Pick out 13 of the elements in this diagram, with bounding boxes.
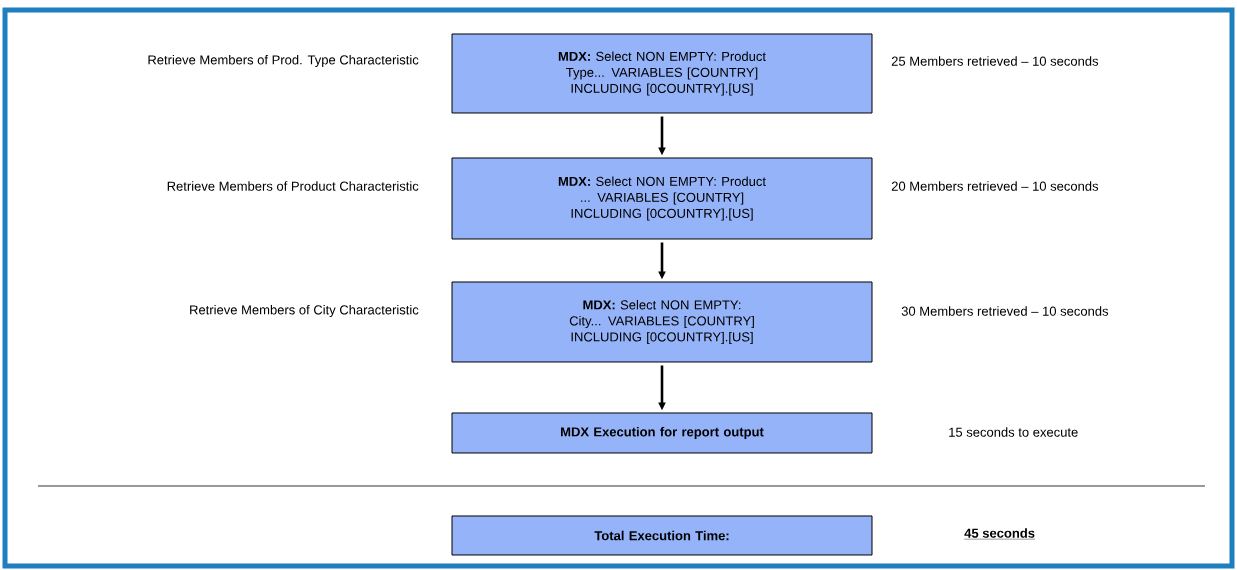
time-label: 30 Members retrieved – 10 seconds <box>901 306 1109 316</box>
total-time: 45 seconds <box>964 528 1036 540</box>
step-label: Retrieve Members of Product Characteristic <box>167 181 419 191</box>
process-box: Total Execution Time: <box>451 515 873 556</box>
process-box: MDX: Select NON EMPTY: City... VARIABLES [COUNTRY] INCLUDING [0COUNTRY].[US] <box>451 281 873 363</box>
process-box: MDX: Select NON EMPTY: Product Type... VARIABLES [COUNTRY] INCLUDING [0COUNTRY].[US] <box>451 33 873 114</box>
process-box: MDX: Select NON EMPTY: Product ... VARIABLES [COUNTRY] INCLUDING [0COUNTRY].[US] <box>451 157 873 240</box>
process-box: MDX Execution for report output <box>451 412 873 454</box>
time-label: 20 Members retrieved – 10 seconds <box>891 181 1099 191</box>
time-label: 25 Members retrieved – 10 seconds <box>891 56 1099 66</box>
time-label: 15 seconds to execute <box>949 427 1078 437</box>
step-label: Retrieve Members of City Characteristic <box>190 304 419 318</box>
step-label: Retrieve Members of Prod. Type Characteristic <box>148 54 419 68</box>
